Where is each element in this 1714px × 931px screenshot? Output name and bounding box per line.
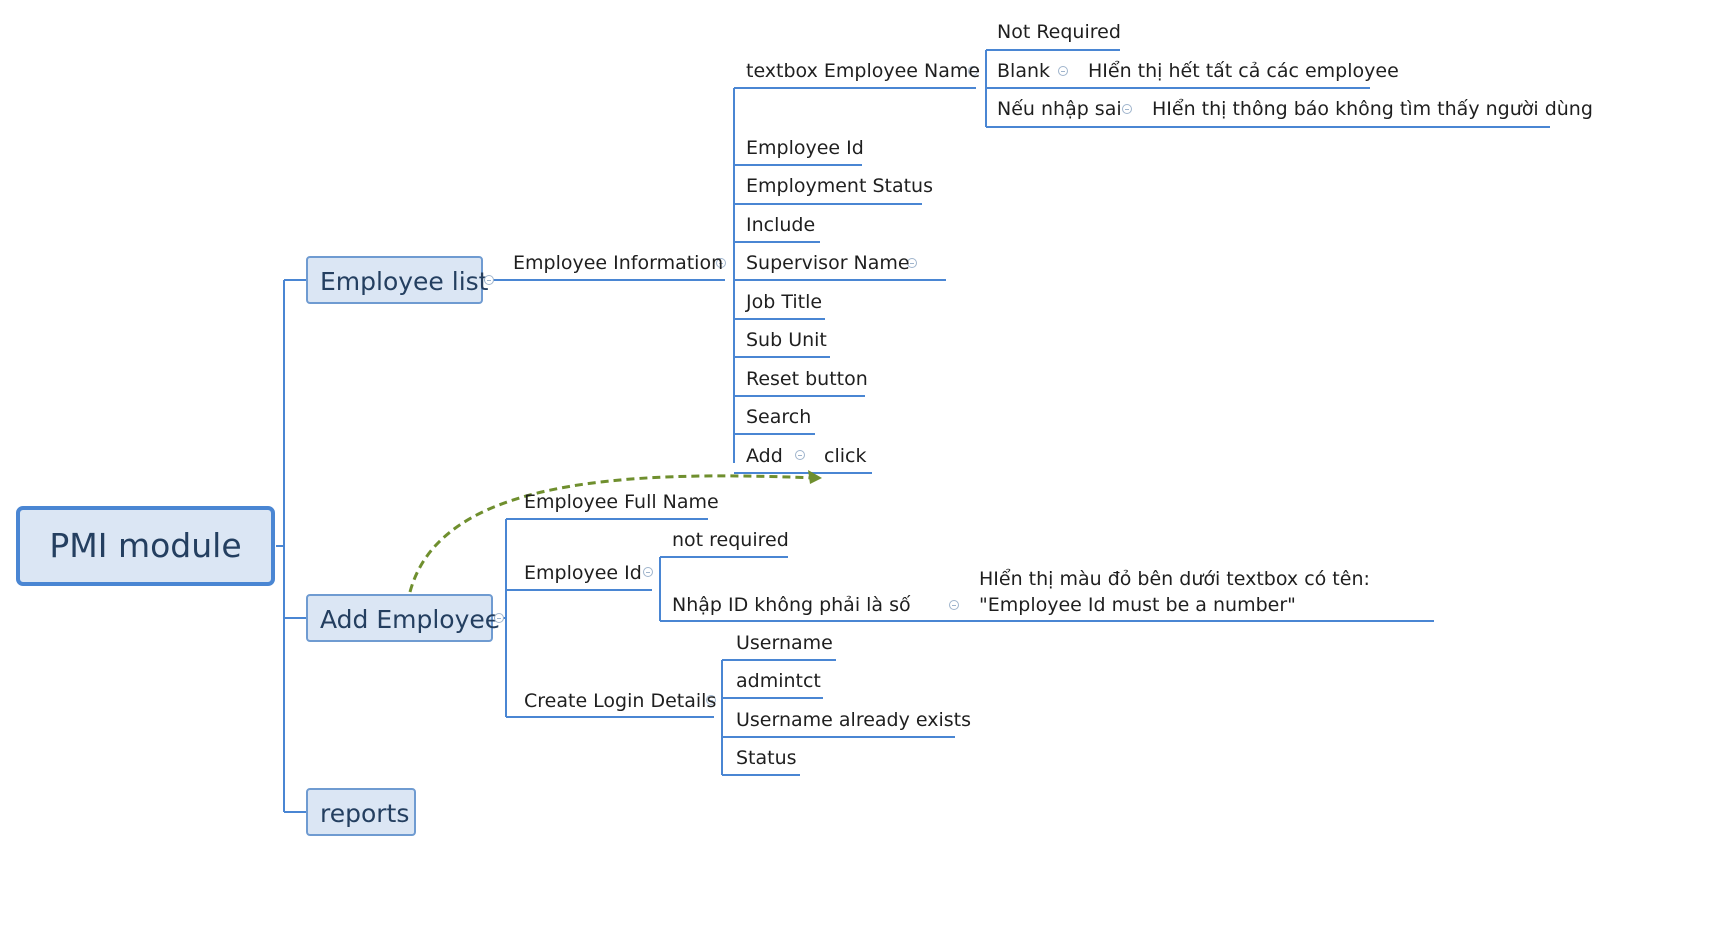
node-sub-unit[interactable]: Sub Unit [746,329,827,351]
node-textbox-employee-name[interactable]: textbox Employee Name [746,60,981,82]
node-search[interactable]: Search [746,406,812,428]
relationship-arrow [408,474,817,593]
collapse-employee-id-icon[interactable] [643,567,653,577]
collapse-add-icon[interactable] [795,450,805,460]
node-job-title[interactable]: Job Title [746,291,823,313]
node-not-required[interactable]: Not Required [997,21,1121,43]
node-add[interactable]: Add [746,445,783,467]
branch-add-employee[interactable]: Add Employee [306,594,500,642]
relationship-arrowhead [808,470,822,484]
connector-employee-id-children [640,556,1434,622]
root-node[interactable]: PMI module [16,506,275,586]
collapse-textbox-icon[interactable] [968,66,978,76]
node-add-employee-id[interactable]: Employee Id [524,562,642,584]
node-include[interactable]: Include [746,214,816,236]
node-blank[interactable]: Blank [997,60,1051,82]
collapse-not-number-icon[interactable] [949,600,959,610]
branch-reports[interactable]: reports [306,788,416,836]
node-id-not-required[interactable]: not required [672,529,789,551]
node-blank-result[interactable]: HIển thị hết tất cả các employee [1088,60,1399,82]
node-id-not-number-result[interactable]: HIển thị màu đỏ bên dưới textbox có tên:… [979,568,1370,616]
collapse-supervisor-icon[interactable] [907,258,917,268]
collapse-add-employee-icon[interactable] [494,613,504,623]
collapse-wrong-input-icon[interactable] [1122,104,1132,114]
node-employee-full-name[interactable]: Employee Full Name [524,491,719,513]
connector-login-children [706,659,955,776]
node-reset-button[interactable]: Reset button [746,368,868,390]
collapse-employee-info-icon[interactable] [716,258,726,268]
collapse-blank-icon[interactable] [1058,66,1068,76]
connector-textbox-children [966,49,1550,128]
node-employee-information[interactable]: Employee Information [513,252,724,274]
connector-root-branches [276,279,306,813]
node-status[interactable]: Status [736,747,797,769]
node-wrong-input[interactable]: Nếu nhập sai [997,98,1122,120]
node-admintct[interactable]: admintct [736,670,821,692]
node-create-login-details[interactable]: Create Login Details [524,690,717,712]
branch-employee-list[interactable]: Employee list [306,256,488,304]
node-supervisor-name[interactable]: Supervisor Name [746,252,910,274]
node-wrong-input-result[interactable]: HIển thị thông báo không tìm thấy người … [1152,98,1593,120]
node-username[interactable]: Username [736,632,833,654]
node-employee-id[interactable]: Employee Id [746,137,864,159]
collapse-employee-list-icon[interactable] [484,275,494,285]
collapse-login-icon[interactable] [706,695,716,705]
node-employment-status[interactable]: Employment Status [746,175,933,197]
node-username-exists[interactable]: Username already exists [736,709,972,731]
node-add-click[interactable]: click [824,445,867,467]
node-id-not-number[interactable]: Nhập ID không phải là số [672,594,911,616]
connector-employee-info-children [716,87,966,474]
